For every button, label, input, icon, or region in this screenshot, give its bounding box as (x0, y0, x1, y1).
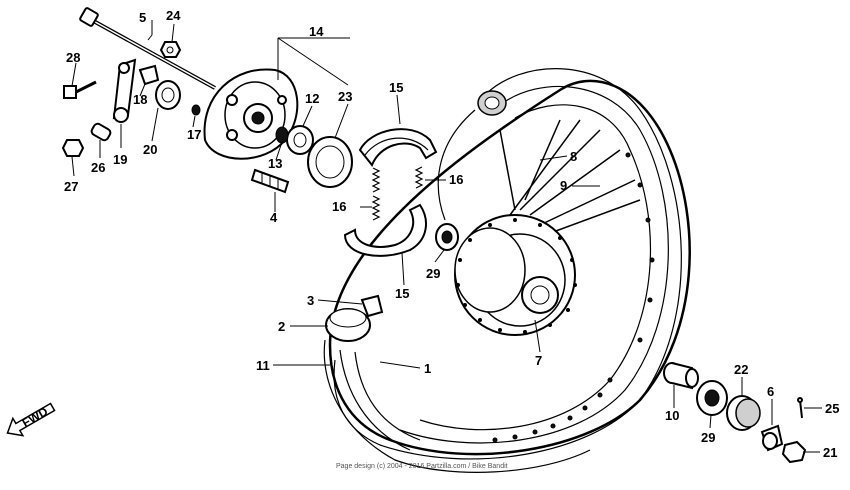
callout-27: 27 (64, 179, 78, 194)
axle (79, 7, 216, 90)
callout-1: 1 (424, 361, 431, 376)
callout-25: 25 (825, 401, 839, 416)
spacer-6 (760, 424, 784, 452)
collar-10 (663, 362, 699, 390)
spokes (499, 119, 641, 236)
callout-8: 8 (570, 149, 577, 164)
callout-2: 2 (278, 319, 285, 334)
washer-12-13 (275, 125, 314, 155)
axle-nut-24 (159, 41, 182, 58)
nut-21 (781, 440, 807, 464)
rim-spoke-holes (492, 152, 655, 443)
brake-cam-4 (250, 168, 290, 194)
leader-lines (71, 20, 822, 453)
brake-shoe-15-upper (358, 128, 438, 167)
forward-arrow-icon: FWD (6, 402, 56, 437)
callout-10: 10 (665, 408, 679, 423)
callout-6: 6 (767, 384, 774, 399)
nut-27 (61, 139, 85, 157)
callout-12: 12 (305, 91, 319, 106)
callout-21: 21 (823, 445, 837, 460)
cotter-pin-25 (797, 397, 803, 419)
callout-7: 7 (535, 353, 542, 368)
collar-26 (90, 122, 112, 142)
callout-17: 17 (187, 127, 201, 142)
callout-labels: 5 24 28 18 19 20 17 27 26 14 12 23 13 4 … (64, 8, 839, 460)
seal-22 (726, 395, 761, 431)
footer-text: Page design (c) 2004 - 2016 Partzilla.co… (336, 463, 508, 470)
hub (454, 214, 577, 336)
valve-stem-3 (360, 294, 384, 318)
callout-11: 11 (256, 358, 270, 373)
callout-13: 13 (268, 156, 282, 171)
callout-4: 4 (270, 210, 278, 225)
brake-panel-14 (203, 68, 299, 160)
callout-5: 5 (139, 10, 146, 25)
callout-23: 23 (338, 89, 352, 104)
callout-22: 22 (734, 362, 748, 377)
brake-arm-19 (112, 58, 137, 123)
callout-29-lower: 29 (701, 430, 715, 445)
rim-top-valve (477, 90, 507, 116)
callout-20: 20 (143, 142, 157, 157)
callout-3: 3 (307, 293, 314, 308)
callout-26: 26 (91, 160, 105, 175)
callout-19: 19 (113, 152, 127, 167)
callout-24: 24 (166, 8, 181, 23)
callout-15-upper: 15 (389, 80, 403, 95)
bearing-29-lower (696, 380, 728, 416)
springs-16 (371, 166, 424, 221)
callout-14: 14 (309, 24, 324, 39)
callout-18: 18 (133, 92, 147, 107)
valve-cap-2 (325, 308, 371, 342)
seal-20 (155, 80, 181, 110)
dust-seal-23 (307, 136, 353, 188)
callout-15-lower: 15 (395, 286, 409, 301)
indicator-plate-18 (138, 64, 160, 86)
callout-28: 28 (66, 50, 80, 65)
callout-16-left: 16 (332, 199, 346, 214)
brake-shoe-15-lower (343, 203, 427, 257)
callout-9: 9 (560, 178, 567, 193)
callout-16-right: 16 (449, 172, 463, 187)
callout-29-upper: 29 (426, 266, 440, 281)
bolt-28 (63, 80, 97, 99)
bearing-29-upper (435, 223, 459, 251)
pin-17 (191, 104, 201, 116)
